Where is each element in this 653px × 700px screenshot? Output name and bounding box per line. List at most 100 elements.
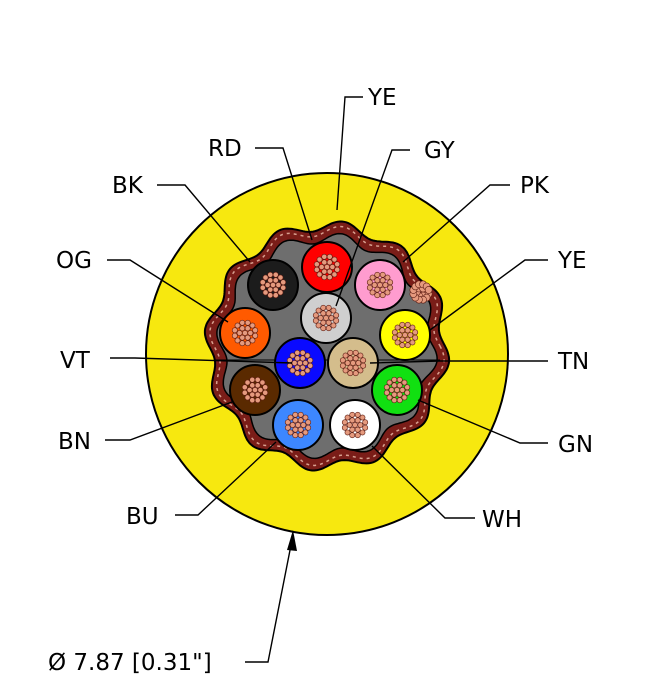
copper-strand — [321, 253, 328, 260]
copper-strand — [347, 349, 354, 356]
label-bn: BN — [58, 429, 91, 455]
copper-strand — [239, 325, 246, 332]
copper-strand — [384, 289, 391, 296]
copper-strand — [379, 286, 386, 293]
copper-strand — [404, 342, 411, 349]
copper-strand — [241, 389, 248, 396]
copper-strand — [371, 282, 378, 288]
copper-strand — [313, 261, 320, 268]
copper-strand — [249, 391, 256, 398]
copper-strand — [341, 424, 348, 431]
copper-strand — [254, 391, 261, 398]
conductor-vt — [274, 337, 326, 389]
copper-strand — [287, 414, 294, 421]
copper-strand — [396, 332, 403, 338]
copper-strand — [354, 426, 361, 433]
copper-strand — [294, 364, 301, 371]
copper-strand — [369, 274, 376, 281]
leader-bn — [105, 401, 233, 441]
copper-strand — [249, 322, 256, 329]
copper-strand — [333, 312, 340, 319]
arrowhead-icon — [287, 530, 297, 551]
copper-strand — [404, 327, 411, 334]
copper-strand — [326, 253, 333, 260]
copper-strand — [231, 327, 238, 334]
copper-strand — [316, 271, 323, 278]
copper-strand — [424, 286, 433, 294]
copper-strand — [239, 334, 246, 341]
copper-strand — [304, 367, 311, 374]
label-ye: YE — [557, 248, 587, 274]
copper-strand — [341, 419, 348, 426]
copper-strand — [244, 334, 251, 341]
copper-strand — [325, 304, 332, 311]
copper-strand — [312, 312, 319, 319]
copper-strand — [299, 364, 306, 371]
copper-strand — [294, 349, 301, 356]
copper-strand — [320, 304, 327, 311]
label-ye-jacket: YE — [367, 85, 397, 111]
copper-strand — [292, 411, 299, 418]
copper-strand — [325, 319, 332, 326]
copper-strand — [280, 284, 287, 291]
copper-strand — [382, 282, 389, 288]
copper-strand — [404, 389, 411, 396]
copper-strand — [349, 417, 356, 424]
copper-strand — [391, 397, 398, 404]
conductors — [219, 241, 431, 451]
copper-strand — [252, 387, 258, 393]
copper-strand — [262, 389, 269, 396]
copper-strand — [254, 376, 261, 383]
copper-strand — [325, 310, 332, 317]
copper-strand — [244, 325, 251, 332]
copper-strand — [262, 274, 269, 281]
conductor-wh — [329, 399, 381, 451]
copper-strand — [383, 389, 390, 396]
copper-strand — [307, 357, 314, 364]
copper-strand — [239, 319, 246, 326]
copper-strand — [391, 382, 398, 389]
copper-strand — [312, 317, 319, 324]
copper-strand — [316, 256, 323, 263]
copper-strand — [307, 362, 314, 369]
copper-strand — [409, 339, 416, 346]
copper-strand — [313, 266, 320, 273]
copper-strand — [286, 357, 293, 364]
copper-strand — [244, 319, 251, 326]
label-bu: BU — [126, 504, 159, 530]
leader-rd — [255, 147, 313, 241]
copper-strand — [286, 362, 293, 369]
copper-strand — [299, 349, 306, 356]
label-tn: TN — [557, 349, 589, 375]
copper-strand — [236, 330, 243, 336]
copper-strand — [321, 259, 328, 266]
copper-strand — [259, 284, 266, 291]
copper-strand — [272, 271, 279, 278]
copper-strand — [244, 394, 251, 401]
copper-strand — [401, 394, 408, 401]
copper-strand — [374, 292, 381, 299]
copper-strand — [349, 426, 356, 433]
label-pk: PK — [520, 173, 550, 199]
copper-strand — [349, 432, 356, 439]
copper-strand — [357, 367, 364, 374]
copper-strand — [239, 340, 246, 347]
copper-strand — [355, 360, 362, 366]
copper-strand — [399, 336, 406, 343]
copper-strand — [352, 422, 358, 428]
leader-bu — [175, 441, 277, 516]
copper-strand — [323, 315, 329, 321]
copper-strand — [320, 325, 327, 332]
copper-strand — [396, 397, 403, 404]
copper-strand — [342, 352, 349, 359]
copper-strand — [287, 429, 294, 436]
copper-strand — [333, 317, 340, 324]
conductor-bu — [272, 399, 324, 451]
copper-strand — [247, 330, 254, 336]
copper-strand — [374, 277, 381, 284]
copper-strand — [297, 426, 304, 433]
copper-strand — [379, 277, 386, 284]
leader-bk — [157, 184, 251, 263]
conductor-tn — [327, 337, 379, 389]
conductor-bk — [247, 259, 299, 311]
